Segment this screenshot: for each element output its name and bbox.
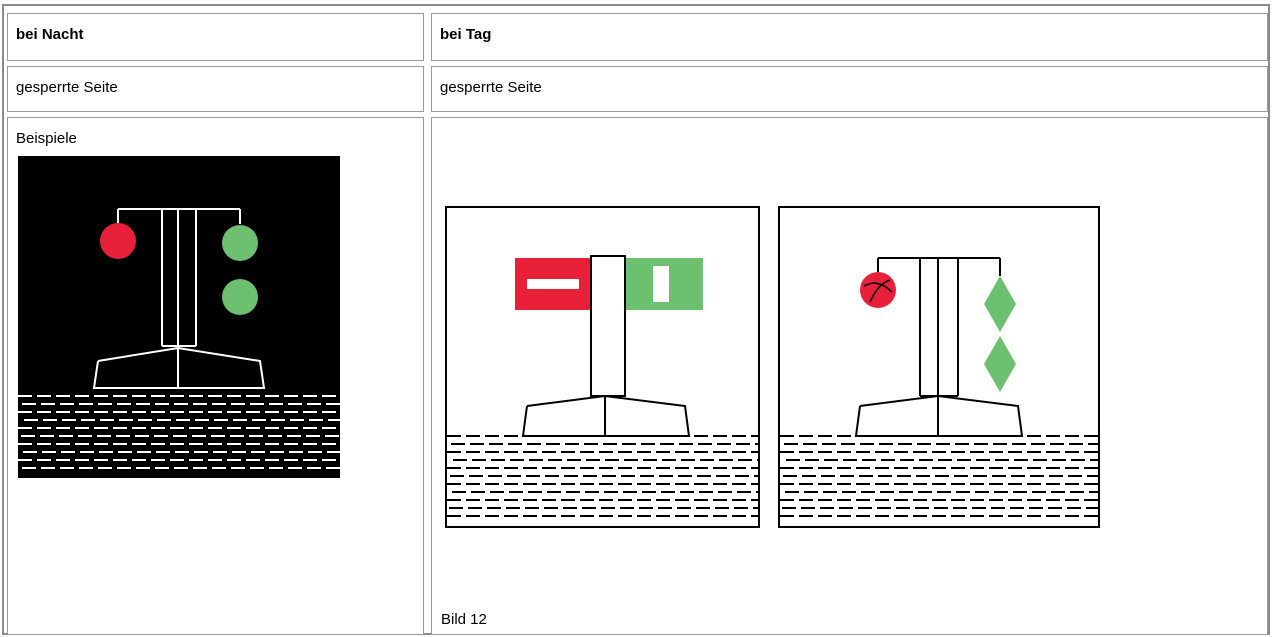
header-night-label: bei Nacht: [16, 26, 84, 43]
examples-label: Beispiele: [16, 130, 77, 147]
figure-caption: Bild 12: [441, 611, 487, 628]
header-cell-day: bei Tag: [431, 13, 1268, 61]
cell-blocked-side-day: gesperrte Seite: [431, 66, 1268, 112]
night-signal-illustration: [18, 156, 340, 478]
green-light-icon: [222, 225, 258, 261]
cell-blocked-side-night: gesperrte Seite: [7, 66, 424, 112]
cell-examples-day: Bild 12: [431, 117, 1268, 635]
blocked-side-night-label: gesperrte Seite: [16, 79, 118, 96]
header-cell-night: bei Nacht: [7, 13, 424, 61]
day-signal-shapes-illustration: [778, 206, 1100, 528]
day-signal-boards-illustration: [445, 206, 760, 528]
blocked-side-day-label: gesperrte Seite: [440, 79, 542, 96]
cell-examples-night: Beispiele: [7, 117, 424, 635]
header-day-label: bei Tag: [440, 26, 491, 43]
green-light-icon: [222, 279, 258, 315]
red-light-icon: [100, 223, 136, 259]
